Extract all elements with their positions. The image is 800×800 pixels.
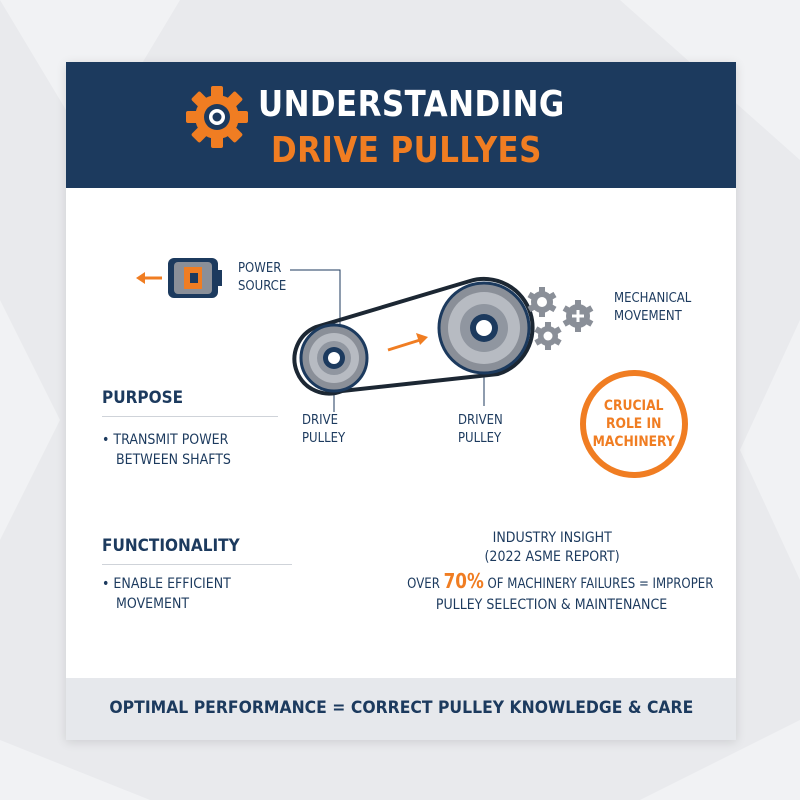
insight-percent: 70%	[443, 569, 484, 593]
insight-heading-text: INDUSTRY INSIGHT	[492, 530, 612, 546]
insight-source-text: (2022 ASME REPORT)	[484, 549, 620, 565]
footer-text: OPTIMAL PERFORMANCE = CORRECT PULLEY KNO…	[109, 698, 693, 718]
infographic-card: UNDERSTANDING DRIVE PULLYES	[66, 62, 736, 740]
drive-pulley	[299, 323, 369, 393]
insight-suffix: OF MACHINERY FAILURES = IMPROPER	[483, 576, 714, 592]
motor-icon	[168, 258, 222, 298]
gear-icon	[186, 86, 248, 148]
insight-statistic: OVER 70% OF MACHINERY FAILURES = IMPROPE…	[378, 571, 726, 594]
arrow-right-icon	[387, 333, 428, 352]
purpose-bullet-2: BETWEEN SHAFTS	[116, 452, 231, 468]
functionality-title: FUNCTIONALITY	[102, 536, 240, 556]
functionality-bullet-1: • ENABLE EFFICIENT	[102, 576, 231, 592]
gears-icon	[527, 287, 594, 350]
driven-pulley	[437, 281, 531, 375]
purpose-title: PURPOSE	[102, 388, 184, 408]
mechanical-movement-label: MECHANICAL MOVEMENT	[614, 291, 692, 324]
title-line-2: DRIVE PULLYES	[271, 130, 542, 171]
insight-source: (2022 ASME REPORT)	[382, 547, 722, 567]
pulley-diagram	[136, 258, 594, 412]
crucial-role-badge: CRUCIAL ROLE IN MACHINERY	[580, 370, 688, 478]
purpose-divider	[102, 416, 278, 417]
insight-line-3-text: PULLEY SELECTION & MAINTENANCE	[436, 597, 668, 613]
power-source-label: POWER SOURCE	[238, 261, 287, 294]
arrow-left-icon	[136, 272, 162, 284]
badge-text: CRUCIAL ROLE IN MACHINERY	[592, 398, 676, 450]
purpose-bullet-1: • TRANSMIT POWER	[102, 432, 229, 448]
insight-heading: INDUSTRY INSIGHT	[382, 528, 722, 548]
functionality-bullet-2: MOVEMENT	[116, 596, 190, 612]
drive-pulley-label: DRIVE PULLEY	[302, 413, 346, 446]
driven-pulley-label: DRIVEN PULLEY	[458, 413, 503, 446]
insight-line-3: PULLEY SELECTION & MAINTENANCE	[382, 595, 722, 615]
title-line-1: UNDERSTANDING	[258, 84, 565, 125]
footer-banner: OPTIMAL PERFORMANCE = CORRECT PULLEY KNO…	[66, 678, 736, 740]
header-banner: UNDERSTANDING DRIVE PULLYES	[66, 62, 736, 188]
functionality-divider	[102, 564, 292, 565]
drive-belt	[292, 277, 535, 396]
insight-prefix: OVER	[407, 576, 444, 592]
